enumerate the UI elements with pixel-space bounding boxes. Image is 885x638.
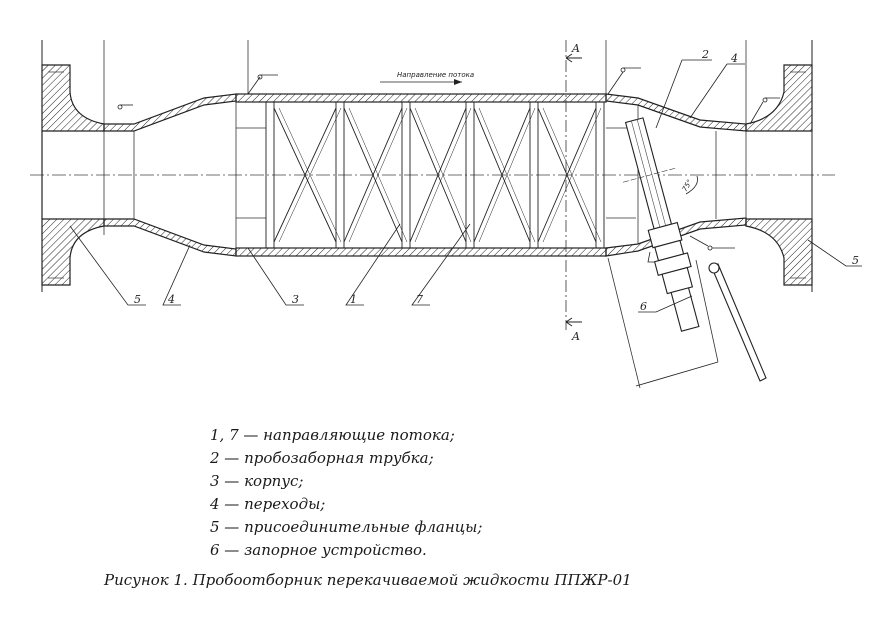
sampler-drawing: A A Направление потока 75° <box>30 40 862 389</box>
legend-item: 1, 7 — направляющие потока; <box>210 426 455 444</box>
figure-caption: Рисунок 1. Пробоотборник перекачиваемой … <box>104 571 632 589</box>
section-label-top: A <box>571 42 580 55</box>
angle-label: 75° <box>681 178 694 193</box>
flow-direction: Направление потока <box>380 71 474 85</box>
legend-item: 2 — пробозаборная трубка; <box>210 449 434 467</box>
callout-2: 2 <box>701 48 709 61</box>
callout-7: 7 <box>416 293 423 306</box>
callout-4-right: 4 <box>730 52 738 65</box>
callout-1: 1 <box>350 293 357 306</box>
legend-item: 4 — переходы; <box>210 495 326 513</box>
probe-and-valve: 75° <box>607 117 767 389</box>
callout-5-left: 5 <box>134 293 141 306</box>
legend: 1, 7 — направляющие потока; 2 — пробозаб… <box>210 424 482 562</box>
legend-item: 6 — запорное устройство. <box>210 541 427 559</box>
body <box>235 40 607 257</box>
callout-5-right: 5 <box>852 254 859 267</box>
left-flange <box>41 40 105 292</box>
legend-item: 5 — присоединительные фланцы; <box>210 518 483 536</box>
weld-marks <box>117 67 780 251</box>
left-transition <box>103 93 237 257</box>
section-label-bottom: A <box>571 330 580 343</box>
flow-direction-label: Направление потока <box>397 71 474 79</box>
callout-3: 3 <box>292 293 299 306</box>
callout-4-left: 4 <box>167 293 175 306</box>
callout-6: 6 <box>640 300 647 313</box>
flow-guides <box>265 101 605 249</box>
legend-item: 3 — корпус; <box>210 472 304 490</box>
right-flange <box>745 40 813 292</box>
section-line: A A <box>565 40 582 343</box>
callouts <box>69 59 862 313</box>
